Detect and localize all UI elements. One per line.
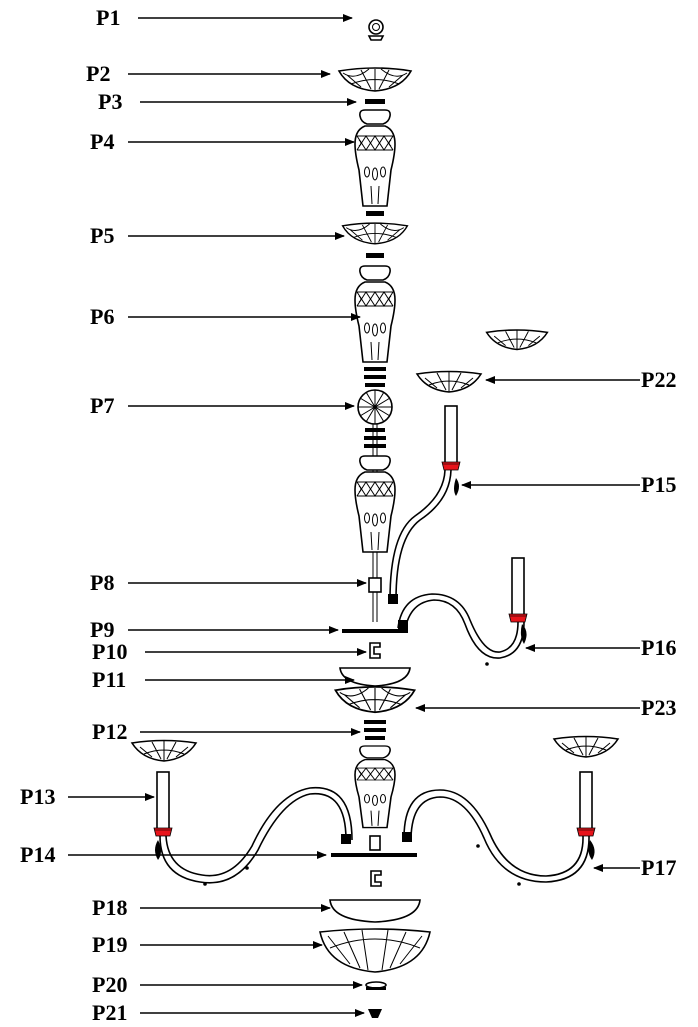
left-candle-tube [153, 771, 173, 837]
ring-spacer-lower [364, 720, 386, 724]
ring-f [364, 444, 386, 448]
leader-lines [68, 14, 640, 1017]
ring-spacer-p5 [366, 253, 384, 258]
label-p8: P8 [90, 570, 114, 595]
label-p1: P1 [96, 5, 120, 30]
lower-clip [370, 870, 382, 887]
clip [369, 642, 381, 659]
ring-a [364, 367, 386, 371]
label-p15: P15 [641, 472, 676, 497]
finial [368, 1009, 382, 1018]
lower-glass-column [354, 455, 396, 553]
bottom-connector [369, 835, 381, 851]
part-labels: P1 P2 P3 P4 P5 P6 P7 P8 P9 P10 P11 P12 P… [20, 5, 676, 1025]
label-p10: P10 [92, 639, 127, 664]
label-p14: P14 [20, 842, 55, 867]
ring-d [365, 428, 385, 432]
ring-spacer-lower-3 [365, 736, 385, 740]
upper-glass-column [354, 109, 396, 207]
lower-left-arm [155, 787, 353, 886]
ring-spacer-lower-2 [364, 728, 386, 732]
label-p16: P16 [641, 635, 676, 660]
label-p17: P17 [641, 855, 676, 880]
glass-ball [357, 389, 393, 425]
bottom-glass-column [354, 745, 396, 829]
bottom-cup [329, 899, 421, 923]
label-p21: P21 [92, 1000, 127, 1025]
middle-glass-column [354, 265, 396, 363]
ring-spacer [365, 99, 385, 104]
ring-e [364, 436, 386, 440]
label-p18: P18 [92, 895, 127, 920]
bottom-ring-band [366, 987, 386, 990]
bobeche-left [131, 739, 197, 762]
lower-right-arm [402, 789, 595, 886]
ring-c [365, 383, 385, 387]
glass-dish [341, 222, 409, 245]
label-p6: P6 [90, 304, 114, 329]
label-p23: P23 [641, 695, 676, 720]
label-p7: P7 [90, 393, 114, 418]
lower-right-candle-tube [576, 771, 596, 837]
label-p12: P12 [92, 719, 127, 744]
label-p9: P9 [90, 617, 114, 642]
bottom-glass-bowl [319, 928, 431, 973]
ring-b [364, 375, 386, 379]
label-p22: P22 [641, 367, 676, 392]
label-p13: P13 [20, 784, 55, 809]
label-p3: P3 [98, 89, 122, 114]
ceiling-hook-ring [367, 19, 385, 41]
upper-left-arm [388, 405, 461, 604]
upper-arm-plate [342, 629, 408, 633]
canopy-glass-bowl [338, 67, 412, 92]
lower-arm-plate [331, 853, 417, 857]
metal-cup [339, 667, 411, 687]
label-p11: P11 [92, 667, 126, 692]
ring-spacer-small [366, 211, 384, 216]
upper-right-arm [397, 557, 528, 666]
label-p4: P4 [90, 129, 114, 154]
label-p19: P19 [92, 932, 127, 957]
lower-glass-dish [334, 686, 416, 714]
label-p5: P5 [90, 223, 114, 248]
bobeche-right-lower [553, 735, 619, 758]
label-p20: P20 [92, 972, 127, 997]
label-p2: P2 [86, 61, 110, 86]
connector-nut [368, 577, 382, 593]
upper-bobeche [416, 370, 482, 393]
bobeche-right [485, 329, 549, 351]
